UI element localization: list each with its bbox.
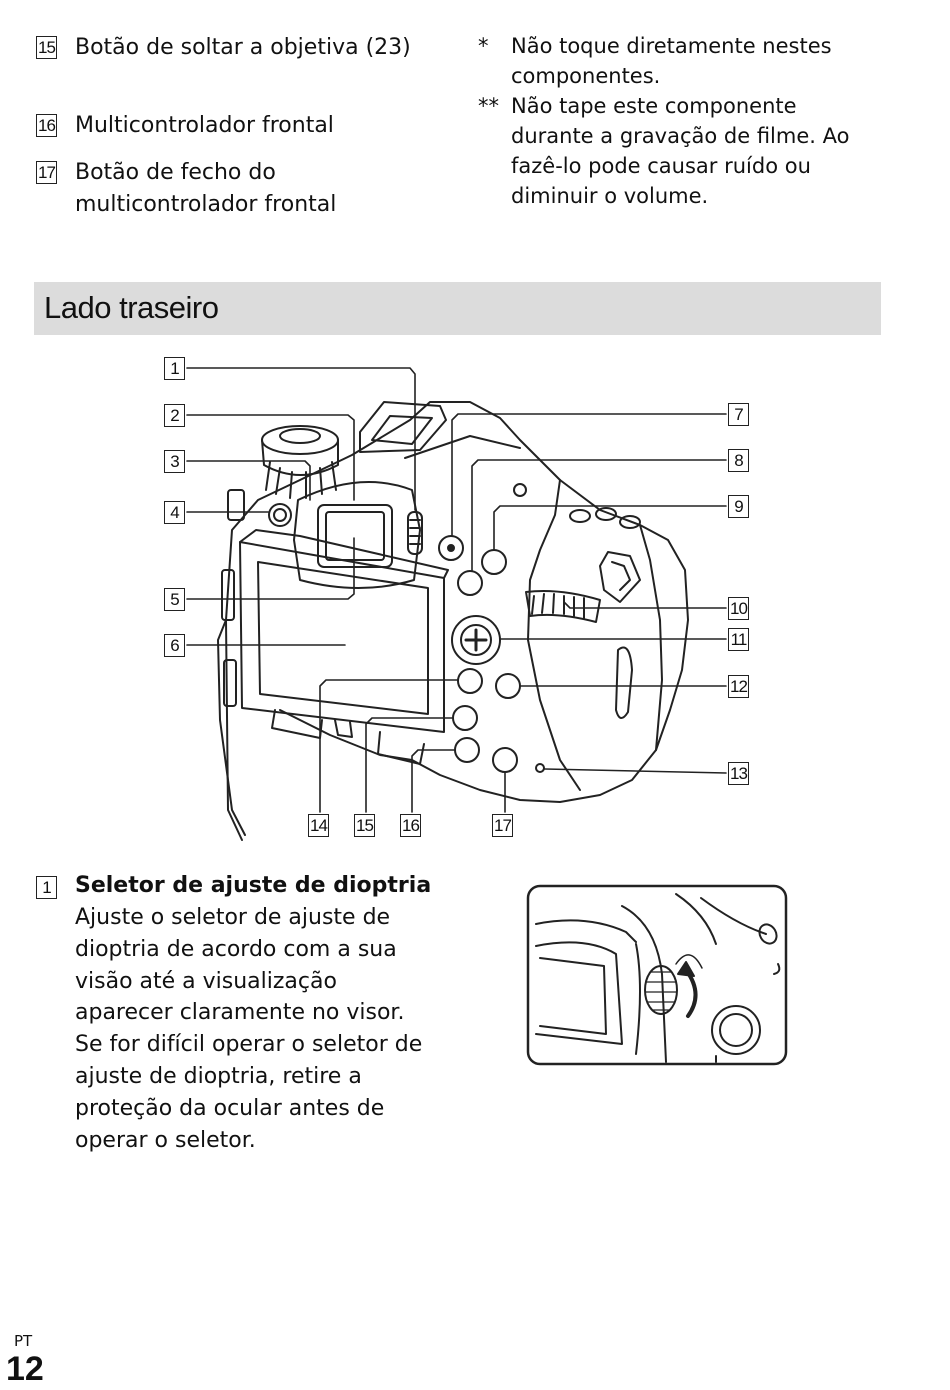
callout-13: 13 (728, 762, 749, 785)
multi-selector (451, 615, 501, 665)
diopter-detail-illustration (526, 884, 788, 1066)
note-mark: * (478, 34, 489, 58)
button-8 (457, 570, 483, 596)
item-text: Botão de fecho do multicontrolador front… (75, 160, 337, 217)
lcd-screen (239, 541, 445, 733)
callout-5: 5 (164, 588, 185, 611)
item-number-box: 15 (36, 36, 57, 59)
section-header: Lado traseiro (34, 282, 881, 335)
note-text: Não tape este componente durante a grava… (511, 94, 850, 208)
callout-7: 7 (728, 403, 749, 426)
callout-3: 3 (164, 450, 185, 473)
button-17 (492, 747, 518, 773)
description-title: Seletor de ajuste de dioptria (75, 873, 432, 898)
callout-8: 8 (728, 449, 749, 472)
eyecup (293, 481, 421, 589)
description-number-box: 1 (36, 876, 57, 899)
callout-14: 14 (308, 814, 329, 837)
button-14 (457, 668, 483, 694)
page-number: 12 (6, 1350, 44, 1388)
note-text: Não toque diretamente nestes componentes… (511, 34, 832, 88)
diopter-dial-detail (644, 965, 678, 1015)
rear-dial (525, 590, 601, 623)
camera-rear-diagram (186, 367, 727, 841)
callout-17: 17 (492, 814, 513, 837)
button-7 (438, 535, 464, 561)
button-4 (268, 503, 292, 527)
button-15 (452, 705, 478, 731)
item-text: Multicontrolador frontal (75, 113, 334, 138)
callout-9: 9 (728, 495, 749, 518)
callout-16: 16 (400, 814, 421, 837)
note-mark: ** (478, 94, 499, 118)
callout-12: 12 (728, 675, 749, 698)
callout-2: 2 (164, 404, 185, 427)
item-number-box: 17 (36, 161, 57, 184)
callout-4: 4 (164, 501, 185, 524)
note-double-star: ** Não tape este componente durante a gr… (478, 91, 878, 211)
footer-language: PT (14, 1332, 33, 1350)
note-single-star: * Não toque diretamente nestes component… (478, 31, 878, 91)
callout-11: 11 (728, 628, 749, 651)
button-16 (454, 737, 480, 763)
callout-15: 15 (354, 814, 375, 837)
callout-10: 10 (728, 597, 749, 620)
item-number-box: 16 (36, 114, 57, 137)
section-title: Lado traseiro (44, 290, 219, 325)
callout-6: 6 (164, 634, 185, 657)
mode-dial (261, 425, 339, 455)
callout-1: 1 (164, 357, 185, 380)
item-text: Botão de soltar a objetiva (23) (75, 35, 411, 60)
hot-shoe (359, 401, 447, 453)
button-12 (495, 673, 521, 699)
button-9 (481, 549, 507, 575)
camera-body-outline (225, 401, 689, 841)
description-body: Ajuste o seletor de ajuste de dioptria d… (75, 905, 423, 1153)
